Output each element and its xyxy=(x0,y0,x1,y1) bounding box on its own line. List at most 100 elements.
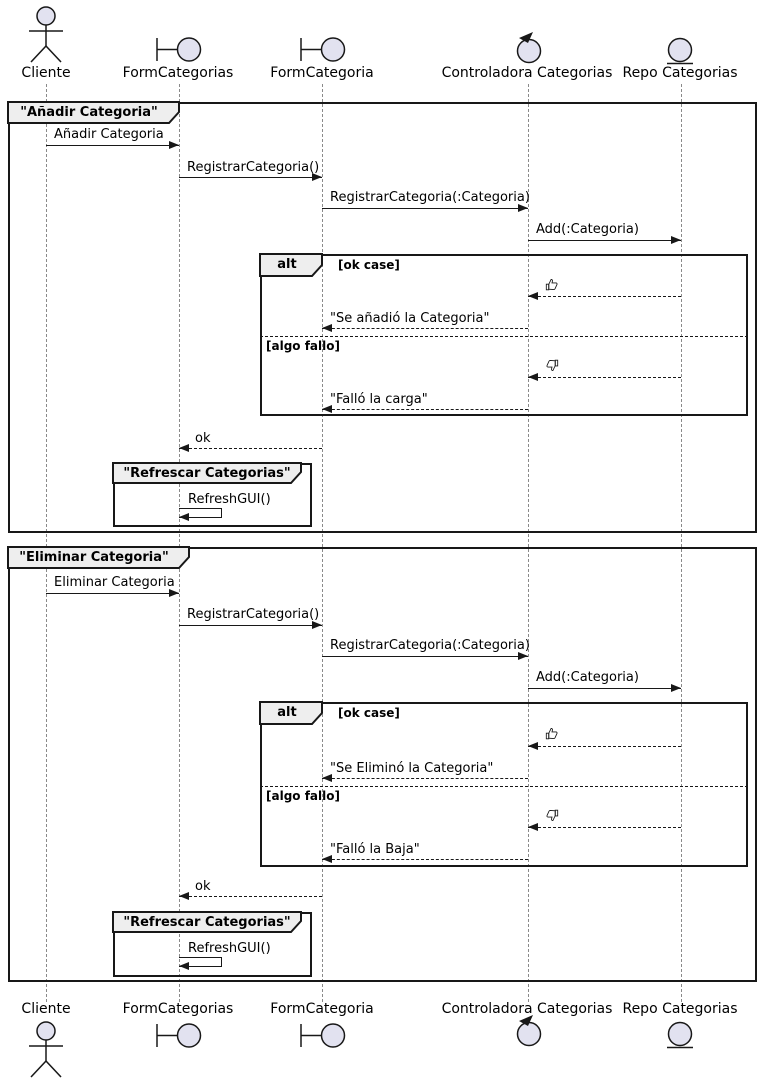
message-arrow xyxy=(46,593,179,594)
participant-label-formcategorias-top: FormCategorias xyxy=(122,65,234,81)
message-label: ok xyxy=(195,431,211,446)
boundary-icon xyxy=(156,37,202,62)
message-label: "Se añadió la Categoria" xyxy=(330,311,490,326)
arrowhead-right xyxy=(169,141,179,149)
message-label: RegistrarCategoria(:Categoria) xyxy=(330,190,530,205)
reply-arrow xyxy=(528,746,681,747)
reply-arrow xyxy=(528,827,681,828)
reply-arrow xyxy=(528,377,681,378)
message-label: RegistrarCategoria() xyxy=(187,607,320,622)
message-label: ok xyxy=(195,879,211,894)
message-arrow xyxy=(179,177,322,178)
frame-eliminar-categoria xyxy=(8,547,757,982)
actor-icon xyxy=(29,1021,63,1078)
reply-arrow xyxy=(322,859,528,860)
alt-guard-ok: [ok case] xyxy=(338,258,400,272)
arrowhead-right xyxy=(518,652,528,660)
lifeline-repo-categorias xyxy=(681,84,682,1002)
message-arrow xyxy=(46,145,179,146)
thumbs-up-icon xyxy=(545,278,558,291)
message-label: RefreshGUI() xyxy=(188,941,271,956)
alt-divider xyxy=(260,786,748,787)
message-label: RegistrarCategoria(:Categoria) xyxy=(330,638,530,653)
message-arrow xyxy=(322,208,528,209)
alt-fragment xyxy=(260,254,748,416)
reply-arrow xyxy=(322,328,528,329)
message-label: RefreshGUI() xyxy=(188,492,271,507)
alt-fragment xyxy=(260,702,748,867)
message-label: Añadir Categoria xyxy=(54,127,164,142)
arrowhead-right xyxy=(312,621,322,629)
arrowhead-right xyxy=(671,236,681,244)
alt-guard-ok: [ok case] xyxy=(338,706,400,720)
arrowhead-left xyxy=(322,774,332,782)
arrowhead-left xyxy=(179,962,189,970)
frame-title: "Refrescar Categorias" xyxy=(123,915,291,930)
boundary-icon xyxy=(300,37,346,62)
control-icon xyxy=(516,1015,542,1047)
reply-arrow xyxy=(528,296,681,297)
control-icon xyxy=(516,32,542,64)
message-label: "Falló la Baja" xyxy=(330,842,420,857)
message-arrow xyxy=(179,625,322,626)
lifeline-formcategorias xyxy=(179,84,180,1002)
arrowhead-left xyxy=(322,855,332,863)
arrowhead-left xyxy=(322,324,332,332)
message-label: Add(:Categoria) xyxy=(536,670,639,685)
frame-title: "Refrescar Categorias" xyxy=(123,466,291,481)
participant-label-controladora-bottom: Controladora Categorias xyxy=(441,1001,613,1017)
reply-arrow xyxy=(179,896,322,897)
arrowhead-left xyxy=(528,823,538,831)
message-label: Add(:Categoria) xyxy=(536,222,639,237)
message-arrow xyxy=(322,656,528,657)
entity-icon xyxy=(667,1021,693,1049)
boundary-icon xyxy=(156,1023,202,1048)
alt-guard-fail: [algo fallo] xyxy=(266,339,340,353)
arrowhead-left xyxy=(528,373,538,381)
message-label: "Falló la carga" xyxy=(330,392,428,407)
frame-anadir-categoria xyxy=(8,102,757,533)
arrowhead-left xyxy=(179,513,189,521)
arrowhead-left xyxy=(179,444,189,452)
message-label: "Se Eliminó la Categoria" xyxy=(330,761,494,776)
self-message-arrow xyxy=(179,508,222,518)
message-arrow xyxy=(528,688,681,689)
reply-arrow xyxy=(322,409,528,410)
alt-guard-fail: [algo fallo] xyxy=(266,789,340,803)
arrowhead-left xyxy=(179,892,189,900)
frame-tab xyxy=(112,911,302,933)
lifeline-controladora-categorias xyxy=(528,84,529,1002)
alt-tab xyxy=(259,701,323,725)
frame-tab xyxy=(7,546,190,569)
participant-label-cliente-top: Cliente xyxy=(21,65,71,81)
participant-label-formcategoria-top: FormCategoria xyxy=(270,65,374,81)
alt-divider xyxy=(260,336,748,337)
arrowhead-left xyxy=(528,292,538,300)
arrowhead-right xyxy=(312,173,322,181)
arrowhead-right xyxy=(518,204,528,212)
frame-title: "Añadir Categoria" xyxy=(20,105,158,120)
lifeline-cliente xyxy=(46,84,47,1002)
participant-label-formcategoria-bottom: FormCategoria xyxy=(270,1001,374,1017)
thumbs-down-icon xyxy=(546,359,559,372)
message-label: Eliminar Categoria xyxy=(54,575,175,590)
participant-label-formcategorias-bottom: FormCategorias xyxy=(122,1001,234,1017)
frame-tab xyxy=(112,462,302,484)
reply-arrow xyxy=(179,448,322,449)
participant-label-cliente-bottom: Cliente xyxy=(21,1001,71,1017)
arrowhead-right xyxy=(671,684,681,692)
arrowhead-left xyxy=(322,405,332,413)
participant-label-controladora-top: Controladora Categorias xyxy=(441,65,613,81)
boundary-icon xyxy=(300,1023,346,1048)
thumbs-up-icon xyxy=(545,727,558,740)
reply-arrow xyxy=(322,778,528,779)
frame-tab xyxy=(7,101,180,124)
alt-operator: alt xyxy=(277,257,297,272)
frame-title: "Eliminar Categoria" xyxy=(19,550,169,565)
actor-icon xyxy=(29,6,63,63)
participant-label-repo-bottom: Repo Categorias xyxy=(622,1001,738,1017)
message-arrow xyxy=(528,240,681,241)
self-message-arrow xyxy=(179,957,222,967)
alt-tab xyxy=(259,253,323,277)
